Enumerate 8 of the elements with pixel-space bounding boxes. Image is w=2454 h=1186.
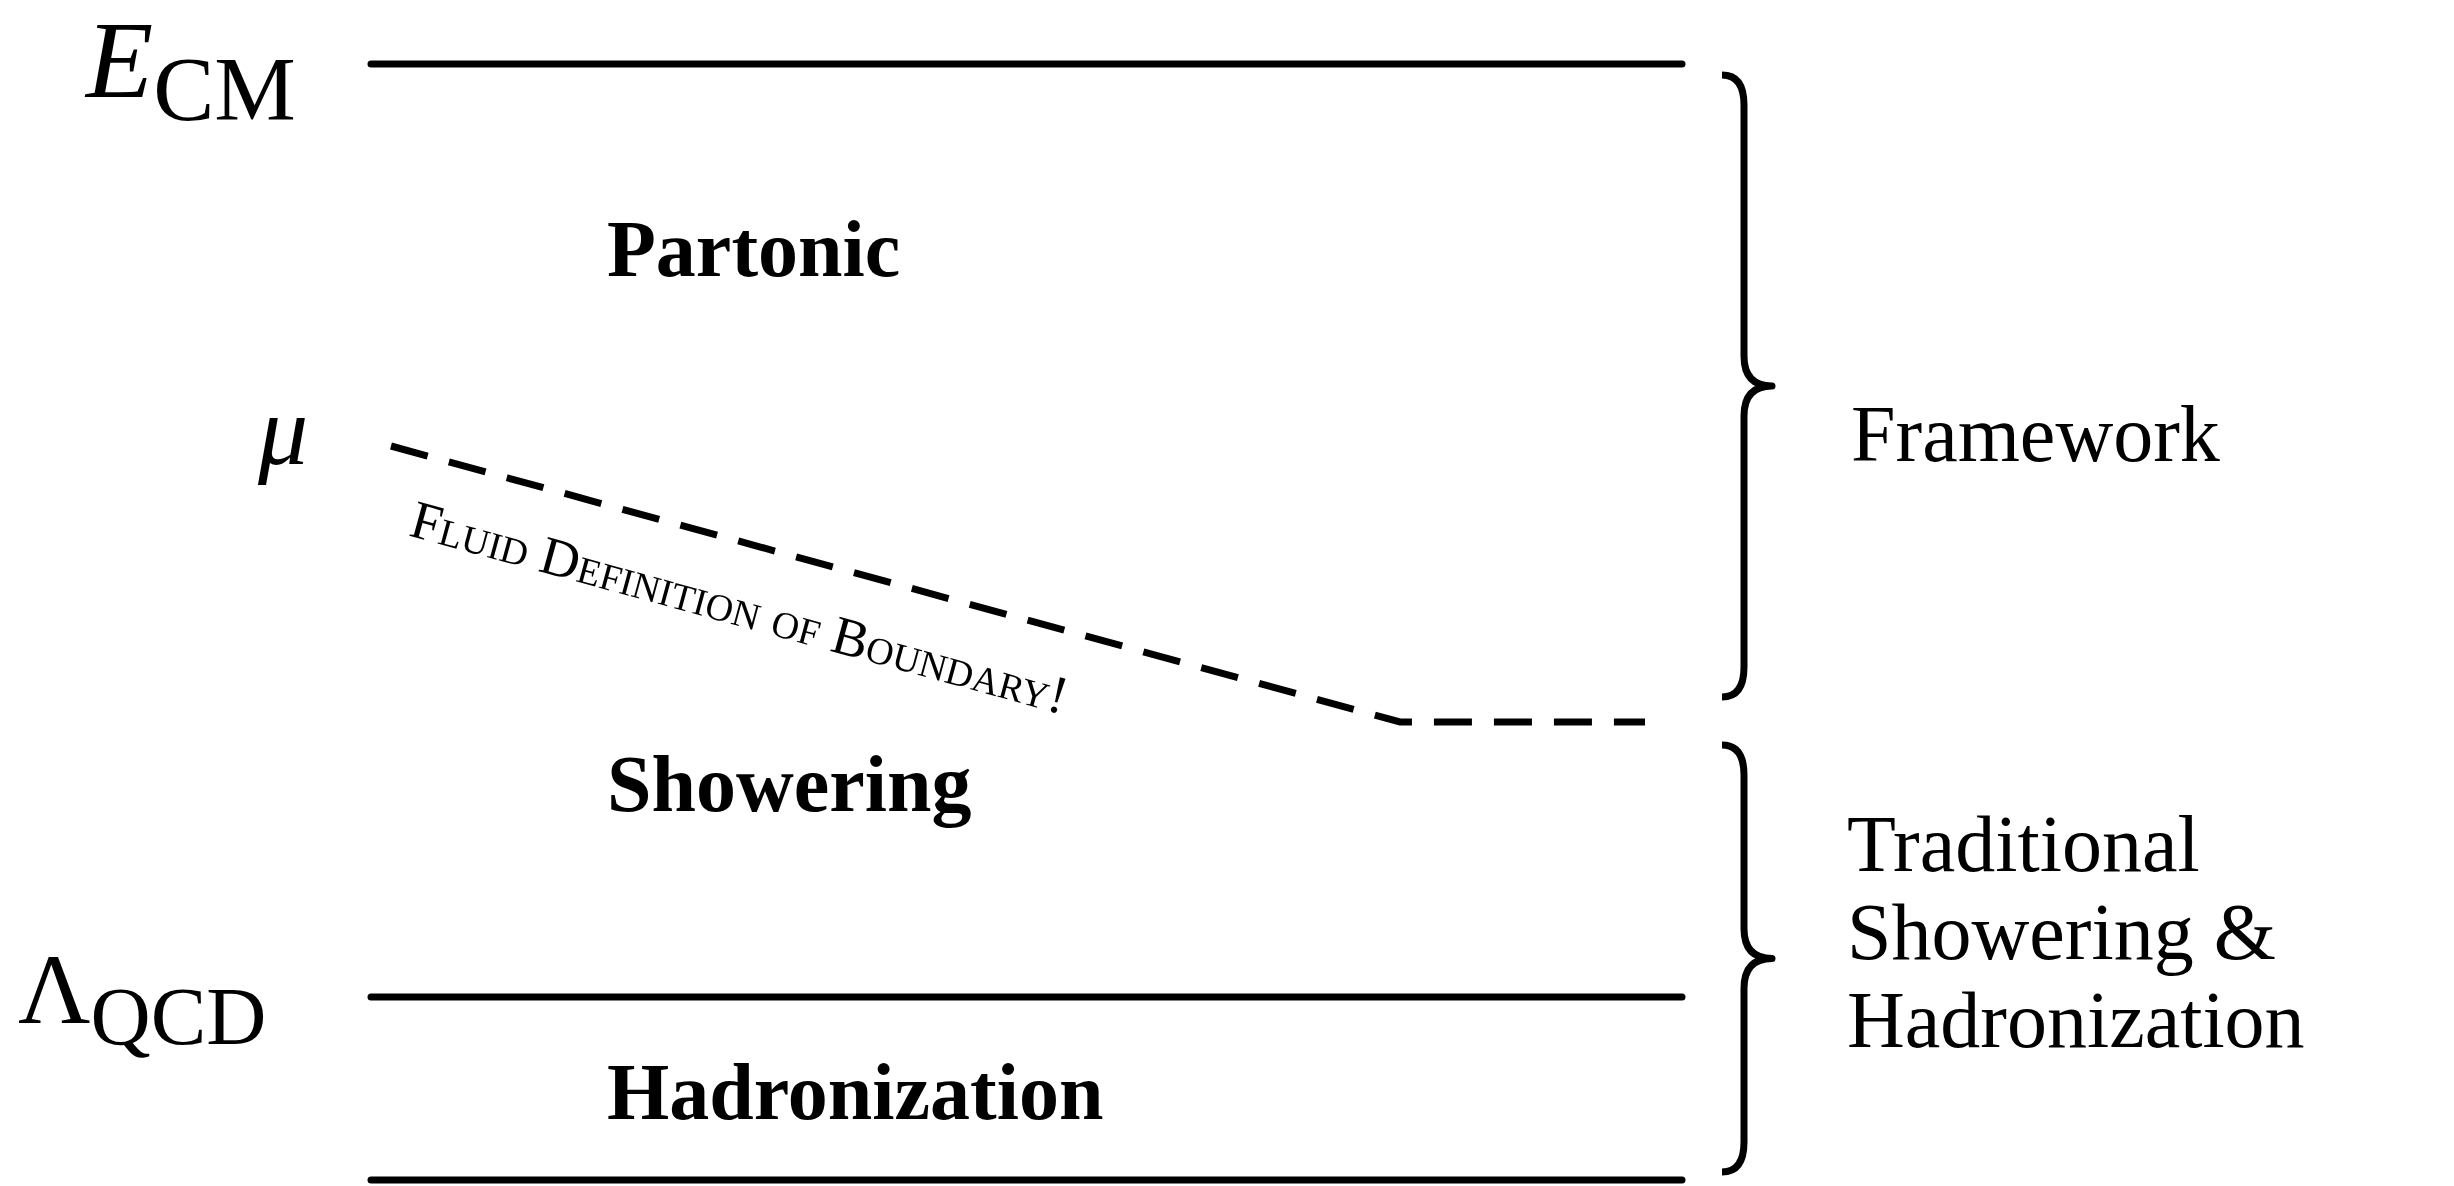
bracket-label: Traditional Showering & Hadronization (1847, 800, 2306, 1064)
region-label: Partonic (607, 205, 901, 293)
scale-label: μ (258, 376, 309, 486)
bracket-label: Framework (1851, 390, 2220, 478)
region-label: Showering (607, 740, 972, 828)
region-label: Hadronization (607, 1048, 1104, 1136)
scale-label: Λ$_{QCD}$ (18, 935, 267, 1063)
scale-label: E$_{CM}$ (86, 0, 296, 140)
